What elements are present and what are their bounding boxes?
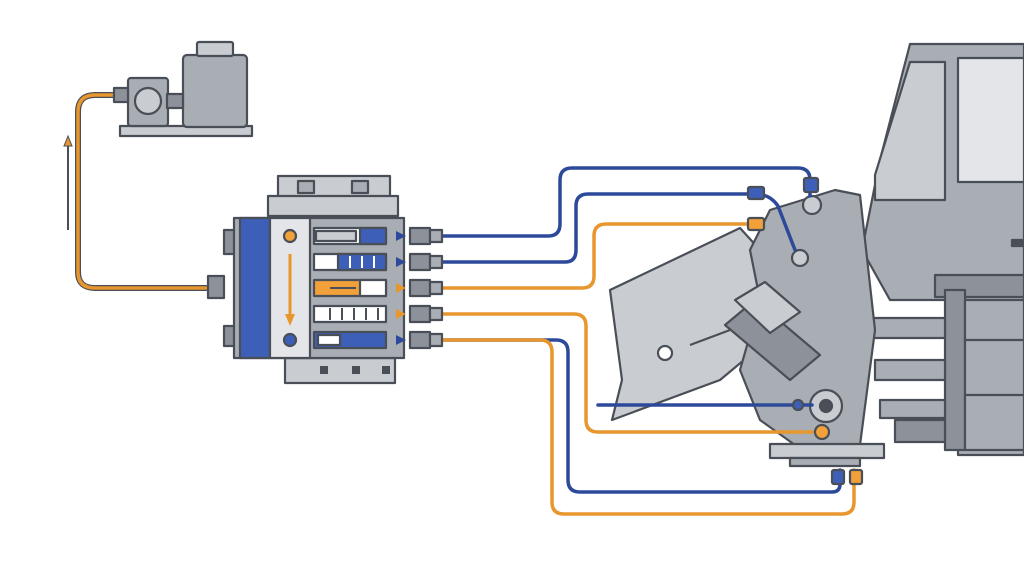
flow-direction-arrow-icon [63, 134, 73, 230]
cab-window [956, 56, 1024, 184]
middle-pivot-pin [790, 248, 810, 268]
valve-flow-arrows [396, 231, 406, 345]
reservoir-pump-unit [112, 40, 254, 138]
valve-ports [408, 226, 444, 350]
work-line-c1-blue [438, 338, 842, 494]
upper-pivot-pin [801, 194, 823, 216]
work-line-a2-blue [438, 192, 797, 264]
work-line-a1-blue [438, 166, 812, 238]
work-line-b2-orange [438, 312, 822, 434]
base-plate [768, 442, 886, 460]
work-line-c2-orange [438, 338, 856, 516]
directional-control-valve-icon [206, 174, 444, 385]
valve-blue-panel [238, 216, 272, 360]
hydraulic-lines [75, 92, 856, 516]
valve-base [283, 356, 397, 385]
loader-bucket-assembly [608, 188, 886, 468]
machine-cab [860, 42, 1024, 457]
hydraulic-reservoir-icon [181, 53, 249, 129]
work-line-b1-orange [438, 222, 762, 290]
valve-spools [312, 226, 388, 350]
line-fittings [746, 176, 864, 486]
